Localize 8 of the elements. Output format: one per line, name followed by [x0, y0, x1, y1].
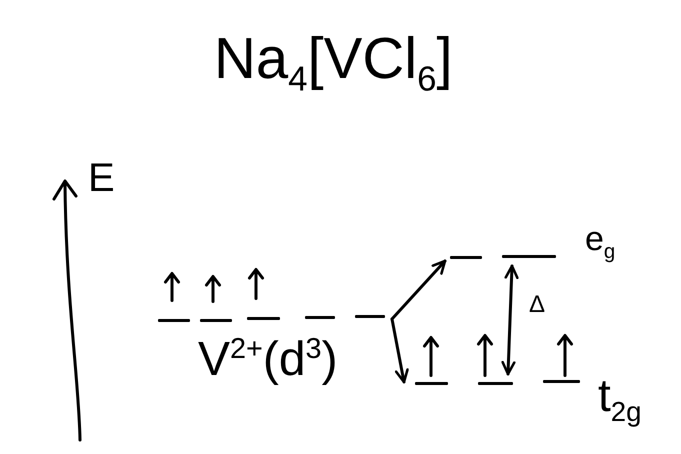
level-label: t$_{2g}$	[598, 372, 642, 430]
axis-label: E	[88, 158, 115, 202]
arrow	[390, 260, 446, 320]
arrow	[390, 318, 409, 384]
formula-title: Na$_{4}$[VCl$_{6}$]	[214, 30, 453, 101]
arrow	[501, 264, 519, 376]
level-label: V$^{2+}$(d$^{3}$)	[198, 336, 338, 388]
level-label: e$_{g}$	[585, 222, 616, 264]
